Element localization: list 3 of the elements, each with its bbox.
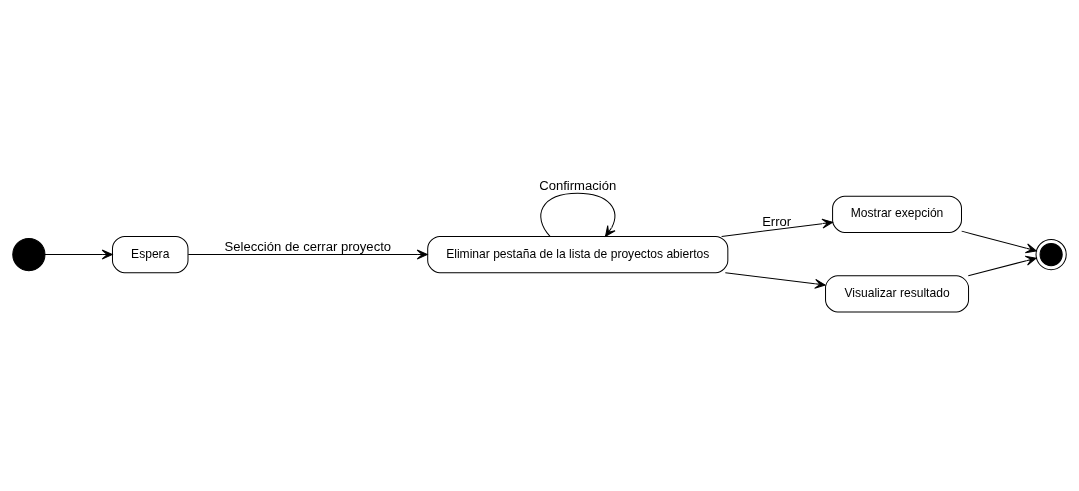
edge-label: Error	[762, 213, 792, 229]
edge-label: Selección de cerrar proyecto	[224, 238, 392, 254]
edge-label: Confirmación	[539, 177, 617, 193]
